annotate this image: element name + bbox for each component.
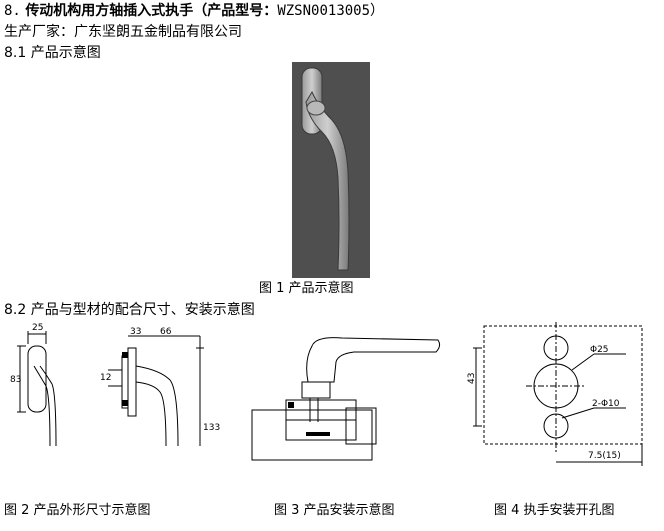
fig1-caption: 图 1 产品示意图: [259, 281, 354, 296]
fig2-drawing: 25 83 33 66 12 133: [10, 323, 220, 447]
fig3-caption: 图 3 产品安装示意图: [274, 503, 395, 518]
section-8-2-title: 8.2 产品与型材的配合尺寸、安装示意图: [4, 302, 255, 318]
fig3-drawing: [251, 337, 441, 461]
product-model: WZSN0013005: [277, 3, 371, 19]
section-8-1-title: 8.1 产品示意图: [4, 45, 101, 61]
dim-small-holes: 2-Φ10: [592, 399, 620, 409]
dim-width-top: 25: [32, 323, 43, 333]
section-title: 传动机构用方轴插入式执手（产品型号：: [25, 3, 278, 19]
dim-side-small: 12: [100, 373, 111, 383]
fig4-caption: 图 4 执手安装开孔图: [494, 503, 615, 518]
spindle-block: [122, 400, 128, 406]
section-heading: 8. 传动机构用方轴插入式执手（产品型号：WZSN0013005）: [4, 2, 384, 20]
dim-reach-top: 66: [160, 327, 172, 337]
dim-length: 133: [203, 423, 220, 433]
dim-offset: 7.5(15): [588, 451, 621, 461]
dim-height: 43: [467, 373, 477, 384]
dim-height-left: 83: [10, 375, 21, 385]
spindle-block: [122, 352, 128, 358]
fig4-drawing: Φ25 2-Φ10 43 7.5(15): [467, 322, 643, 466]
fig2-caption: 图 2 产品外形尺寸示意图: [4, 503, 151, 518]
product-photo: [292, 62, 370, 278]
dim-depth-top: 33: [130, 327, 141, 337]
manufacturer-line: 生产厂家：广东坚朗五金制品有限公司: [4, 24, 242, 40]
clip-black: [288, 402, 294, 408]
gasket-black: [306, 432, 330, 436]
section-number: 8.: [4, 3, 21, 19]
dim-big-hole: Φ25: [590, 345, 609, 355]
title-close: ）: [370, 3, 385, 19]
